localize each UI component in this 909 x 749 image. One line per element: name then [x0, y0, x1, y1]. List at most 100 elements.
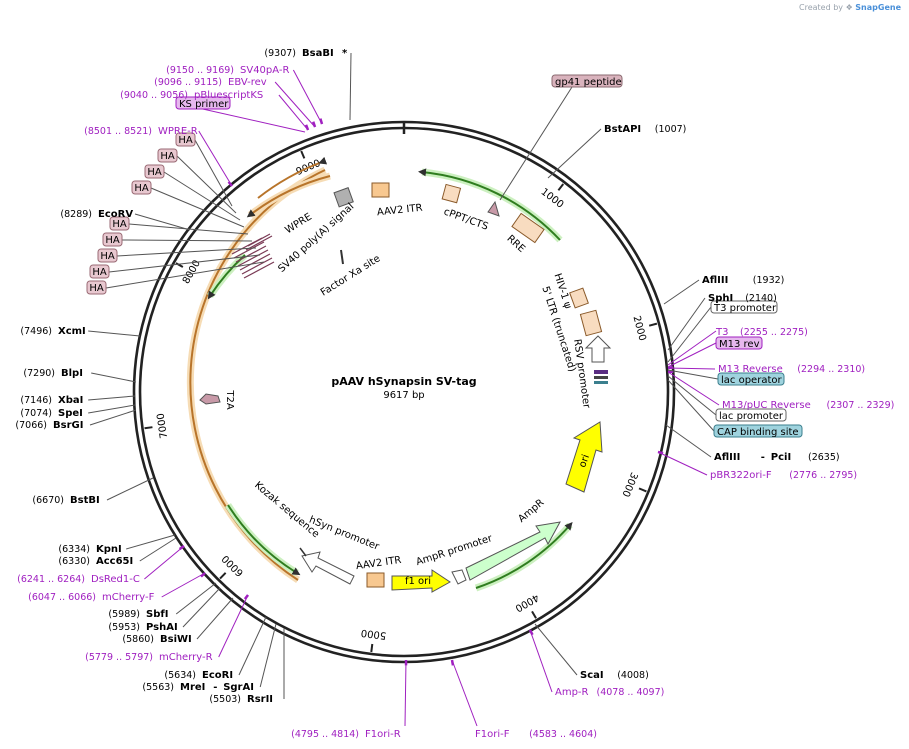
site-ecori[interactable]: EcoRI(5634) [164, 670, 233, 681]
site-name: BsiWI [160, 634, 192, 645]
site-position: (4078 .. 4097) [597, 687, 665, 698]
feature-rsv-arrow [584, 335, 612, 363]
ha-tag[interactable]: HA [102, 232, 123, 247]
site-amp-r[interactable]: Amp-R (4078 .. 4097) [555, 687, 664, 698]
site-bsiwi[interactable]: BsiWI(5860) [122, 634, 191, 645]
tick-mark [557, 183, 565, 191]
primer-mark [178, 544, 185, 551]
feature-lac-operator[interactable]: lac operator [717, 372, 785, 386]
site-wpre-r[interactable]: WPRE-R(8501 .. 8521) [84, 126, 198, 137]
ha-tag[interactable]: HA [109, 216, 130, 231]
site-dsred1-c[interactable]: DsRed1-C(6241 .. 6264) [17, 574, 140, 585]
site-name: SpeI [58, 408, 83, 419]
ha-tag[interactable]: HA [89, 264, 110, 279]
site-name: XbaI [58, 395, 83, 406]
ha-tag[interactable]: HA [86, 280, 107, 295]
site-m13puc[interactable]: M13/pUC Reverse (2307 .. 2329) [722, 400, 894, 411]
feature-cap-site[interactable]: CAP binding site [713, 424, 803, 438]
feature-gp41[interactable]: gp41 peptide [551, 74, 623, 88]
ha-tag[interactable]: HA [131, 180, 152, 195]
feature-m13-rev[interactable]: M13 rev [715, 336, 763, 350]
feature-label-rsv: RSV promoter [571, 338, 592, 409]
site-acc65i[interactable]: Acc65I(6330) [58, 556, 133, 567]
site-xcmi[interactable]: XcmI(7496) [20, 326, 85, 337]
feature-sv40pa-box [333, 187, 354, 208]
site-mrei[interactable]: MreI(5563)- SgrAI [142, 682, 254, 693]
plasmid-size: 9617 bp [383, 390, 424, 401]
site-name: M13/pUC Reverse [722, 400, 811, 411]
tick-mark [300, 150, 306, 159]
site-position: (6241 .. 6264) [17, 574, 85, 585]
site-position: (6334) [58, 544, 90, 555]
feature-box-label: CAP binding site [717, 427, 799, 438]
feature-label-sv40pa: SV40 poly(A) signal [276, 201, 356, 275]
leader-line [176, 155, 237, 214]
site-f1ori-r[interactable]: F1ori-R(4795 .. 4814) [291, 729, 401, 740]
site-sv40pa-r[interactable]: SV40pA-R(9150 .. 9169) [166, 65, 289, 76]
ha-tag[interactable]: HA [157, 148, 178, 163]
site-mcherry-r[interactable]: mCherry-R(5779 .. 5797) [85, 652, 212, 663]
ha-tag[interactable]: HA [97, 248, 118, 263]
feature-t3-promoter[interactable]: T3 promoter [710, 300, 778, 314]
site-bstbi[interactable]: BstBI(6670) [32, 495, 99, 506]
site-pbluescriptks[interactable]: pBluescriptKS(9040 .. 9056) [120, 90, 263, 101]
site-m13reverse[interactable]: M13 Reverse(2294 .. 2310) [718, 364, 865, 375]
site-rsrii[interactable]: RsrII(5503) [209, 694, 273, 705]
site-name: BsaBI [302, 48, 334, 59]
site-blpi[interactable]: BlpI(7290) [23, 368, 83, 379]
site-bsabi[interactable]: BsaBI(9307)* [264, 48, 348, 59]
leader-line [194, 139, 233, 207]
site-afliii-pcii[interactable]: AflIII- PciI(2635) [714, 452, 840, 463]
leader-line [404, 659, 407, 727]
feature-label-wpre: WPRE [283, 211, 314, 236]
tick-mark [648, 322, 658, 327]
site-xbai[interactable]: XbaI(7146) [20, 395, 83, 406]
site-ebv-rev[interactable]: EBV-rev(9096 .. 9115) [154, 77, 267, 88]
feature-lac-promoter[interactable]: lac promoter [715, 408, 787, 422]
feature-box [713, 424, 803, 438]
site-name: WPRE-R [158, 126, 198, 137]
ha-tag-label: HA [100, 251, 115, 262]
feature-t3[interactable]: T3(2255 .. 2275) [715, 327, 808, 338]
site-position: (6330) [58, 556, 90, 567]
site-ecorv[interactable]: EcoRV(8289) [60, 209, 133, 220]
feature-hiv-psi-box [569, 287, 589, 309]
site-position: (7066) [15, 420, 47, 431]
site-position: (2307 .. 2329) [827, 400, 895, 411]
site-f1ori-f[interactable]: F1ori-F(4583 .. 4604) [475, 729, 597, 740]
site-bsrgi[interactable]: BsrGI(7066) [15, 420, 83, 431]
ha-tag[interactable]: HA [144, 164, 165, 179]
site-sphi[interactable]: SphI(2140) [708, 293, 777, 304]
site-position: (5503) [209, 694, 241, 705]
site-mcherry-f[interactable]: mCherry-F(6047 .. 6066) [28, 592, 154, 603]
site-scai[interactable]: ScaI(4008) [580, 670, 649, 681]
leader-line [88, 395, 136, 401]
feature-aav2itr-bot-box [366, 572, 385, 588]
ha-tag[interactable]: HA [175, 132, 196, 147]
primer-mark [200, 572, 206, 578]
leader-line [667, 371, 720, 406]
site-afliii[interactable]: AflIII(1932) [702, 275, 784, 286]
site-bstapi[interactable]: BstAPI(1007) [604, 124, 686, 135]
site-pshai[interactable]: PshAI(5953) [108, 622, 177, 633]
ha-tag-box [109, 216, 130, 231]
site-kpni[interactable]: KpnI(6334) [58, 544, 121, 555]
site-spei[interactable]: SpeI(7074) [20, 408, 82, 419]
feature-box-label: M13 rev [719, 339, 760, 350]
site-position: (4008) [617, 670, 649, 681]
feature-box-label: T3 promoter [713, 303, 777, 314]
ha-tag-box [89, 264, 110, 279]
site-name: Amp-R [555, 687, 589, 698]
site-sbfi[interactable]: SbfI(5989) [108, 609, 168, 620]
feature-shapes [199, 182, 612, 593]
feature-ks-primer[interactable]: KS primer [175, 96, 231, 110]
ha-tag-label: HA [160, 151, 175, 162]
site-position: (9307) [264, 48, 296, 59]
site-pbr322ori-f[interactable]: pBR322ori-F(2776 .. 2795) [710, 470, 857, 481]
ha-tag-label: HA [134, 183, 149, 194]
site-position: (2635) [808, 452, 840, 463]
tick-mark [175, 262, 184, 268]
leader-line [667, 375, 717, 416]
